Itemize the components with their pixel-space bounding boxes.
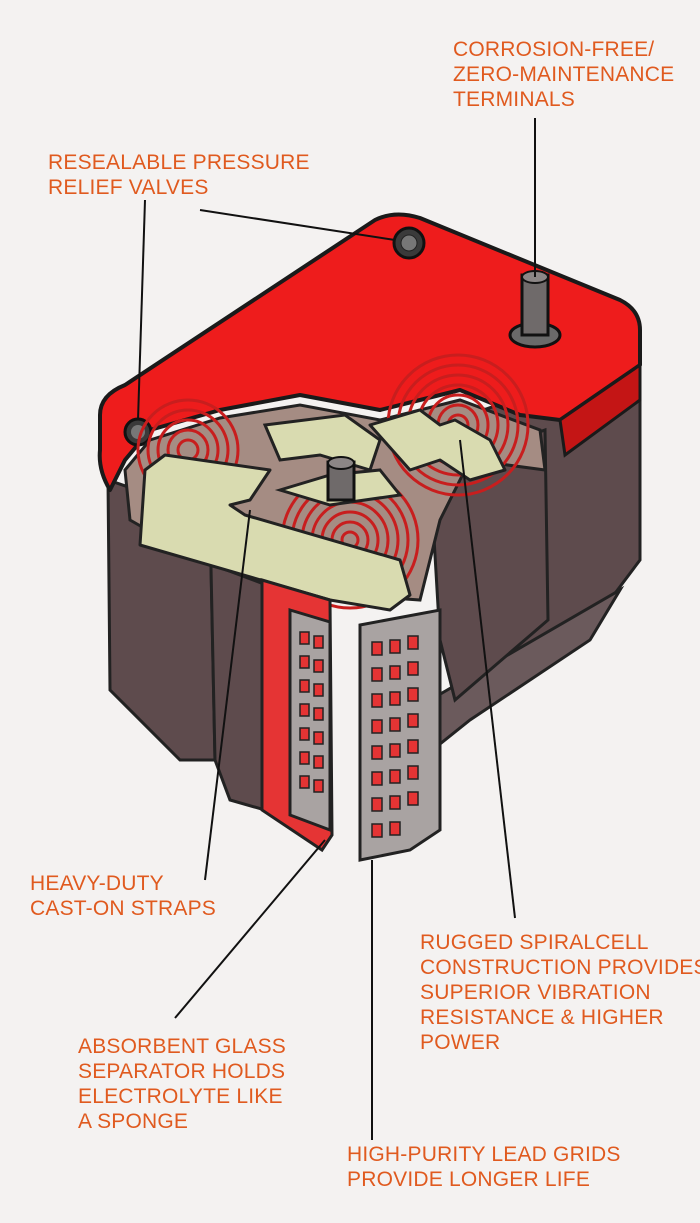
callout-line: SEPARATOR HOLDS xyxy=(78,1060,286,1083)
terminal-post xyxy=(520,273,550,337)
callout-terminals: CORROSION-FREE/ ZERO-MAINTENANCE TERMINA… xyxy=(453,37,674,112)
callout-valves: RESEALABLE PRESSURE RELIEF VALVES xyxy=(48,150,310,200)
lead-grid-left xyxy=(288,607,332,833)
cast-on-strap-back xyxy=(368,408,507,482)
callout-line: HEAVY-DUTY xyxy=(30,872,164,895)
battery-lid xyxy=(97,212,642,492)
callout-straps: HEAVY-DUTY CAST-ON STRAPS xyxy=(30,871,216,921)
callout-line: RELIEF VALVES xyxy=(48,176,209,199)
callout-line: RUGGED SPIRALCELL xyxy=(420,931,649,954)
lead-grid-cells xyxy=(299,631,419,838)
callout-line: ABSORBENT GLASS xyxy=(78,1035,287,1058)
leader-valve-left xyxy=(137,199,146,421)
callout-line: CORROSION-FREE/ xyxy=(453,38,655,61)
callout-separator: ABSORBENT GLASS SEPARATOR HOLDS ELECTROL… xyxy=(78,1034,286,1134)
callout-line: CAST-ON STRAPS xyxy=(30,897,216,920)
callout-line: CONSTRUCTION PROVIDES xyxy=(420,956,700,979)
callout-line: RESISTANCE & HIGHER xyxy=(420,1006,664,1029)
callout-line: SUPERIOR VIBRATION xyxy=(420,981,651,1004)
callout-line: PROVIDE LONGER LIFE xyxy=(347,1168,591,1191)
leader-separator xyxy=(174,839,326,1019)
callout-line: ELECTROLYTE LIKE xyxy=(78,1085,283,1108)
callout-grids: HIGH-PURITY LEAD GRIDS PROVIDE LONGER LI… xyxy=(347,1142,621,1192)
leader-valve-top xyxy=(199,209,396,241)
callout-line: HIGH-PURITY LEAD GRIDS xyxy=(347,1143,621,1166)
callout-line: POWER xyxy=(420,1031,501,1054)
callout-line: A SPONGE xyxy=(78,1110,189,1133)
callout-line: RESEALABLE PRESSURE xyxy=(48,151,310,174)
callout-line: TERMINALS xyxy=(453,88,575,111)
lid-edge-front xyxy=(558,362,642,458)
callout-line: ZERO-MAINTENANCE xyxy=(453,63,675,86)
leader-lines xyxy=(137,118,536,1140)
leader-straps xyxy=(204,509,251,881)
callout-spiralcell: RUGGED SPIRALCELL CONSTRUCTION PROVIDES … xyxy=(420,930,700,1055)
leader-spiralcell xyxy=(459,439,516,919)
